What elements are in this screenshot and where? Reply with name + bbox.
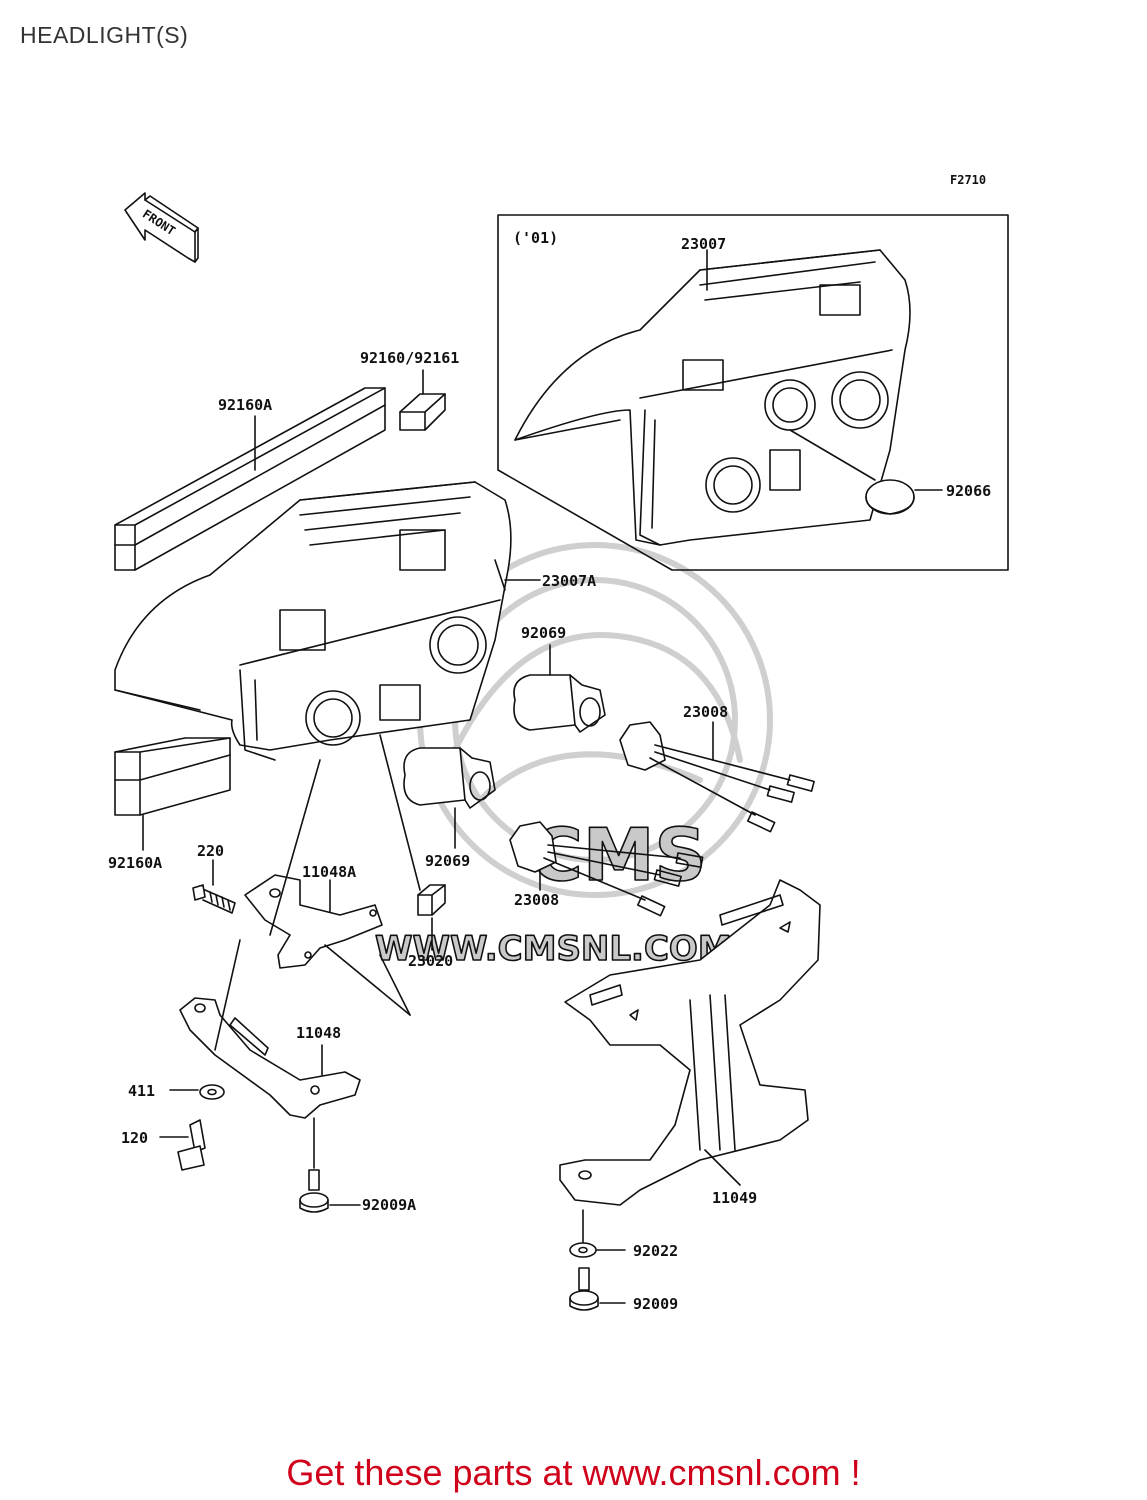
label-23007: 23007	[681, 235, 726, 253]
label-411: 411	[128, 1082, 155, 1100]
cap-92066	[865, 479, 915, 515]
bracket-11048	[179, 939, 361, 1119]
inset-headlight-housing	[514, 249, 911, 546]
sponge-92160a-bottom	[114, 737, 231, 816]
label-92022: 92022	[633, 1242, 678, 1260]
clip-23020	[379, 734, 446, 951]
label-92069-top: 92069	[521, 624, 566, 642]
sponge-92160a-top	[114, 387, 386, 571]
inset-frame	[497, 214, 1009, 571]
washer-92022	[569, 1209, 626, 1258]
socket-23008-bottom	[509, 821, 704, 917]
bolt-92009	[569, 1267, 626, 1311]
label-92160a-top: 92160A	[218, 396, 272, 414]
headlight-housing-23007a	[114, 481, 512, 761]
figure-code: F2710	[950, 173, 986, 187]
label-23007a: 23007A	[542, 572, 596, 590]
front-arrow-icon	[124, 192, 199, 263]
promo-link[interactable]: Get these parts at www.cmsnl.com !	[286, 1452, 861, 1493]
label-11048: 11048	[296, 1024, 341, 1042]
pad-92160-92161	[399, 369, 446, 431]
label-92066: 92066	[946, 482, 991, 500]
label-92160a-bottom: 92160A	[108, 854, 162, 872]
watermark-url: WWW.CMSNL.COM	[375, 929, 732, 969]
variant-label: ('01)	[513, 229, 558, 247]
label-11048a: 11048A	[302, 863, 356, 881]
watermark-cms: CMS	[530, 813, 706, 897]
label-120: 120	[121, 1129, 148, 1147]
label-92069-bottom: 92069	[425, 852, 470, 870]
bolt-92009a	[299, 1117, 361, 1213]
bolt-120	[159, 1119, 206, 1171]
bulb-92069-bottom	[403, 747, 496, 849]
label-220: 220	[197, 842, 224, 860]
label-92009: 92009	[633, 1295, 678, 1313]
socket-23008-top	[619, 721, 815, 833]
label-23008-top: 23008	[683, 703, 728, 721]
bulb-92069-top	[513, 644, 606, 733]
washer-411	[169, 1084, 225, 1100]
label-23008-bottom: 23008	[514, 891, 559, 909]
bolt-220	[192, 859, 236, 914]
label-92160-92161: 92160/92161	[360, 349, 459, 367]
label-11049: 11049	[712, 1189, 757, 1207]
bracket-11049	[559, 879, 821, 1206]
label-92009a: 92009A	[362, 1196, 416, 1214]
bracket-11048a	[244, 759, 411, 1016]
page-title: HEADLIGHT(S)	[20, 22, 189, 48]
label-23020: 23020	[408, 952, 453, 970]
